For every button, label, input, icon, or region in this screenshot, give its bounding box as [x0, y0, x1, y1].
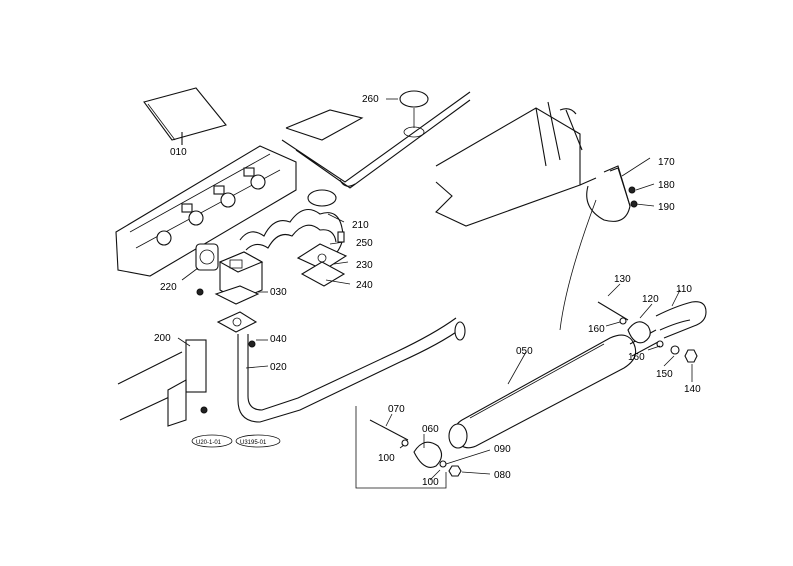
- cap-260: [399, 90, 429, 108]
- callout-labels: 010 020 030 040 050 060 070 080 090 100 …: [154, 94, 701, 488]
- label-060: 060: [422, 424, 439, 435]
- bracket-200: [117, 339, 208, 427]
- label-030: 030: [270, 287, 287, 298]
- label-080: 080: [494, 470, 511, 481]
- diagram-stamps: U20-1-01 U3195-01: [191, 434, 281, 448]
- label-130: 130: [614, 274, 631, 285]
- label-250: 250: [356, 238, 373, 249]
- callout-lines: [177, 98, 693, 489]
- label-210: 210: [352, 220, 369, 231]
- label-260: 260: [362, 94, 379, 105]
- label-090: 090: [494, 444, 511, 455]
- tail-pipe-110: [655, 301, 707, 339]
- label-010: 010: [170, 147, 187, 158]
- clamp-120: [597, 301, 698, 363]
- label-140: 140: [684, 384, 701, 395]
- label-110: 110: [676, 284, 692, 295]
- label-120: 120: [642, 294, 659, 305]
- label-150: 150: [656, 369, 673, 380]
- engine-block: [115, 145, 297, 277]
- hanger-bracket-170: [586, 165, 638, 222]
- label-050: 050: [516, 346, 533, 357]
- label-230: 230: [356, 260, 373, 271]
- label-020: 020: [270, 362, 287, 373]
- label-160-b: 160: [628, 352, 645, 363]
- label-170: 170: [658, 157, 675, 168]
- label-070: 070: [388, 404, 405, 415]
- label-220: 220: [160, 282, 177, 293]
- exhaust-pipe-020: [237, 317, 466, 423]
- clamp-060: [369, 419, 462, 477]
- gasket-plates-230-240: [296, 231, 348, 287]
- muffler-050: [448, 329, 659, 449]
- label-100-a: 100: [378, 453, 395, 464]
- label-200: 200: [154, 333, 171, 344]
- stamp-2: U3195-01: [240, 440, 267, 446]
- hood-panel: [281, 90, 471, 189]
- label-160-a: 160: [588, 324, 605, 335]
- label-040: 040: [270, 334, 287, 345]
- label-190: 190: [658, 202, 675, 213]
- label-100-b: 100: [422, 477, 439, 488]
- frame-floor-panel: [435, 101, 597, 227]
- exhaust-elbow-block: [214, 251, 264, 348]
- stamp-1: U20-1-01: [196, 440, 222, 446]
- label-180: 180: [658, 180, 675, 191]
- gasket-220: [195, 243, 219, 296]
- label-240: 240: [356, 280, 373, 291]
- gasket-plate-010: [143, 87, 227, 145]
